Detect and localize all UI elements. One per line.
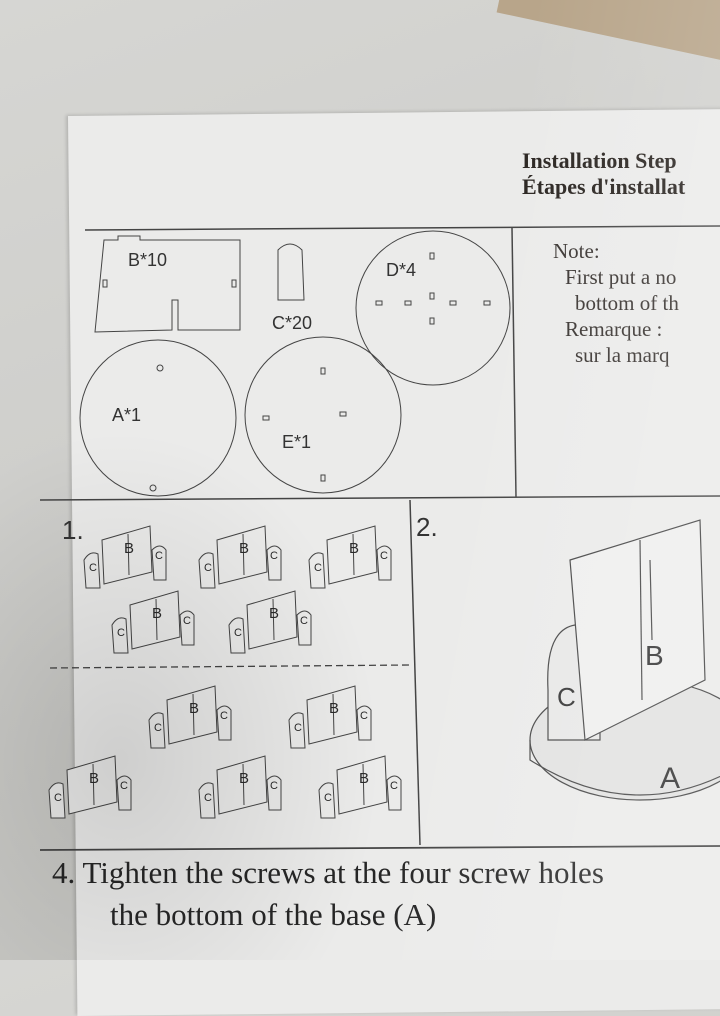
page-title: Installation Step Étapes d'installat xyxy=(522,148,685,200)
side-c-label: C xyxy=(183,615,191,627)
part-e-drawing xyxy=(244,336,402,494)
panel-b-label: B xyxy=(152,605,163,622)
side-c-label: C xyxy=(204,792,212,804)
side-c-label: C xyxy=(270,780,278,792)
side-c-label: C xyxy=(204,562,212,574)
step4-instruction: 4. Tighten the screws at the four screw … xyxy=(52,852,604,936)
side-c-label: C xyxy=(380,550,388,562)
side-c-label: C xyxy=(324,792,332,804)
step4-number: 4. xyxy=(52,855,76,890)
step1-assembly: B C C xyxy=(80,520,170,590)
part-d-drawing xyxy=(355,230,511,386)
panel-b-label: B xyxy=(239,540,250,557)
side-c-label: C xyxy=(220,710,228,722)
divider-vertical-lower xyxy=(409,499,421,846)
note-heading: Note: xyxy=(553,239,600,263)
side-c-label: C xyxy=(314,562,322,574)
side-c-label: C xyxy=(294,722,302,734)
note-section: Note: First put a no bottom of th Remarq… xyxy=(553,238,679,368)
part-c-drawing xyxy=(277,243,305,301)
panel-b-label: B xyxy=(89,770,100,787)
side-c-label: C xyxy=(154,722,162,734)
side-c-label: C xyxy=(360,710,368,722)
part-b-label: B*10 xyxy=(128,250,168,270)
side-c-label: C xyxy=(270,550,278,562)
panel-b-label: B xyxy=(189,700,200,717)
note-line: Remarque : xyxy=(565,317,663,341)
panel-b-label: B xyxy=(124,540,135,557)
part-a-drawing xyxy=(79,339,237,497)
panel-b-label: B xyxy=(239,770,250,787)
divider-middle xyxy=(39,495,720,501)
step2-base-label: A xyxy=(660,762,681,795)
divider-bottom xyxy=(39,845,720,851)
step1-assembly: B C C xyxy=(45,750,135,820)
step1-assembly: B C C xyxy=(195,750,285,820)
part-d-label: D*4 xyxy=(386,260,417,280)
panel-b-label: B xyxy=(349,540,360,557)
step1-assembly: B C C xyxy=(145,680,235,750)
part-b-drawing xyxy=(94,235,241,333)
step2-side-label: C xyxy=(557,682,576,712)
part-a-label: A*1 xyxy=(112,405,142,425)
part-c-label: C*20 xyxy=(272,313,313,333)
step1-assembly: B C C xyxy=(195,520,285,590)
step2-assembly-drawing xyxy=(529,519,720,801)
step1-number: 1. xyxy=(62,515,84,545)
side-c-label: C xyxy=(390,780,398,792)
panel-b-label: B xyxy=(329,700,340,717)
side-c-label: C xyxy=(300,615,308,627)
title-english: Installation Step xyxy=(522,148,677,173)
side-c-label: C xyxy=(89,562,97,574)
step2-number: 2. xyxy=(416,512,438,542)
step1-assembly: B C C xyxy=(108,585,198,655)
step1-assembly: B C C xyxy=(305,520,395,590)
note-line: First put a no xyxy=(565,265,677,289)
step2-panel-label: B xyxy=(645,640,664,671)
step4-line: the bottom of the base (A) xyxy=(110,897,437,932)
title-french: Étapes d'installat xyxy=(522,174,686,199)
side-c-label: C xyxy=(234,627,242,639)
step4-line: Tighten the screws at the four screw hol… xyxy=(82,855,604,890)
instruction-page: Installation Step Étapes d'installat Not… xyxy=(39,148,720,936)
part-e-label: E*1 xyxy=(282,432,312,452)
diagram-lines xyxy=(39,225,720,851)
side-c-label: C xyxy=(54,792,62,804)
divider-dashed xyxy=(49,664,411,669)
step1-assembly: B C C xyxy=(225,585,315,655)
step1-assembly: B C C xyxy=(315,750,405,820)
side-c-label: C xyxy=(155,550,163,562)
panel-b-label: B xyxy=(359,770,370,787)
step1-assembly: B C C xyxy=(285,680,375,750)
note-line: bottom of th xyxy=(575,291,679,315)
side-c-label: C xyxy=(117,627,125,639)
divider-top xyxy=(84,225,720,231)
panel-b-label: B xyxy=(269,605,280,622)
side-c-label: C xyxy=(120,780,128,792)
note-line: sur la marq xyxy=(575,343,670,367)
divider-vertical-upper xyxy=(511,227,517,498)
